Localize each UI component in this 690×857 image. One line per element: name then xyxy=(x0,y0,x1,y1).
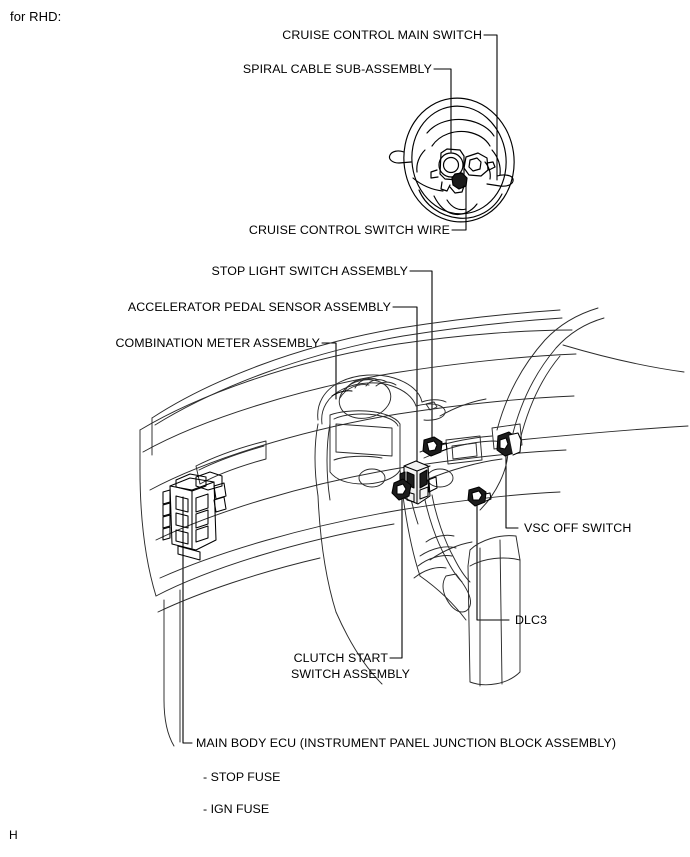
steering-wheel xyxy=(388,97,515,223)
intro-text: for RHD: xyxy=(10,9,62,24)
label-combination-meter-assembly: COMBINATION METER ASSEMBLY xyxy=(115,336,320,350)
label-vsc-off-switch: VSC OFF SWITCH xyxy=(524,521,632,535)
label-accelerator-pedal-sensor-assembly: ACCELERATOR PEDAL SENSOR ASSEMBLY xyxy=(127,300,391,314)
clutch-start-switch-component xyxy=(391,478,412,501)
label-dlc3: DLC3 xyxy=(515,613,548,627)
label-clutch-start-switch-line2: SWITCH ASSEMBLY xyxy=(290,667,410,681)
leader-lines-lower xyxy=(182,270,519,744)
stop-light-switch-component xyxy=(422,436,448,457)
label-main-body-ecu: MAIN BODY ECU (INSTRUMENT PANEL JUNCTION… xyxy=(196,736,617,750)
dlc3-component xyxy=(467,486,492,507)
vsc-off-switch-component xyxy=(496,431,522,457)
instrument-panel xyxy=(139,307,689,747)
label-ign-fuse: - IGN FUSE xyxy=(203,802,270,816)
page-footer-mark: H xyxy=(9,828,18,842)
label-stop-light-switch-assembly: STOP LIGHT SWITCH ASSEMBLY xyxy=(211,264,408,278)
label-cruise-control-switch-wire: CRUISE CONTROL SWITCH WIRE xyxy=(248,223,450,237)
label-clutch-start-switch-line1: CLUTCH START xyxy=(293,651,388,665)
label-cruise-control-main-switch: CRUISE CONTROL MAIN SWITCH xyxy=(282,28,482,42)
combination-meter-marker xyxy=(331,390,353,397)
junction-block-component xyxy=(162,471,227,561)
label-stop-fuse: - STOP FUSE xyxy=(203,770,281,784)
label-spiral-cable-sub-assembly: SPIRAL CABLE SUB-ASSEMBLY xyxy=(242,62,432,76)
leader-lines-upper xyxy=(433,34,498,231)
steering-hub-components xyxy=(430,148,496,194)
